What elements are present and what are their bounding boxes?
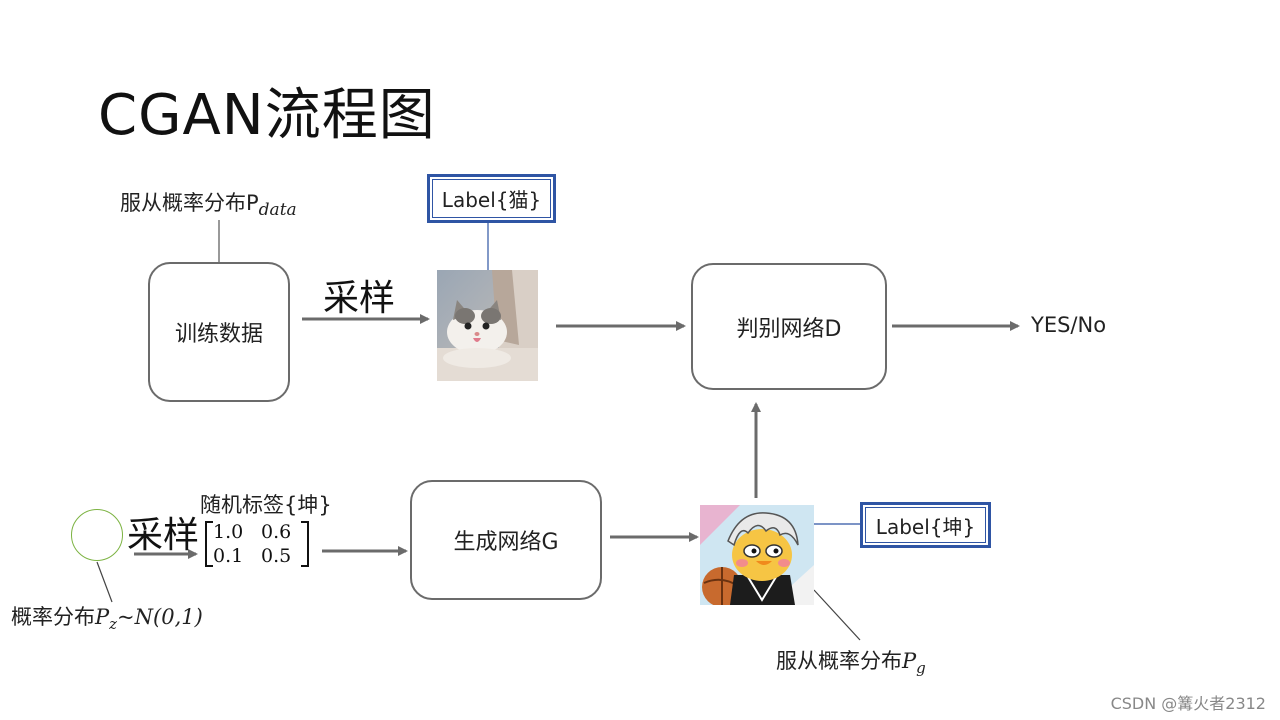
pdata-prefix: 服从概率分布P (120, 191, 259, 215)
generator-node: 生成网络G (410, 480, 602, 600)
pg-prefix: 服从概率分布 (776, 649, 902, 673)
pz-prefix: 概率分布 (11, 605, 95, 629)
cat-image (437, 270, 538, 381)
generated-image (700, 505, 814, 605)
real-label-box: Label{猫} (427, 174, 556, 223)
label-vector-matrix: 1.0 0.6 0.1 0.5 (205, 521, 309, 567)
watermark: CSDN @篝火者2312 (1110, 694, 1266, 713)
pg-subscript: g (916, 659, 926, 677)
pg-variable: P (902, 649, 917, 673)
pz-annotation: 概率分布Pz~N(0,1) (11, 601, 203, 633)
noise-circle (71, 509, 123, 561)
random-label-text: 随机标签{坤} (200, 493, 332, 517)
matrix-cell: 0.1 (213, 545, 244, 567)
matrix-right-bracket (301, 521, 309, 567)
output-label: YES/No (1031, 313, 1107, 337)
matrix-cell: 0.5 (261, 545, 292, 567)
page-title: CGAN流程图 (98, 83, 436, 148)
pdata-annotation: 服从概率分布Pdata (120, 187, 297, 220)
matrix-left-bracket (205, 521, 213, 567)
fake-label-box: Label{坤} (860, 502, 991, 548)
pz-variable: P (95, 605, 110, 629)
pz-distribution: ~N(0,1) (117, 605, 203, 629)
pg-annotation: 服从概率分布Pg (776, 645, 926, 677)
matrix-cell: 0.6 (261, 521, 292, 543)
sample-label-top: 采样 (323, 278, 396, 319)
discriminator-node: 判别网络D (691, 263, 887, 390)
pz-leader-line (96, 561, 113, 603)
pdata-subscript: data (258, 200, 297, 220)
matrix-cell: 1.0 (213, 521, 244, 543)
training-data-node: 训练数据 (148, 262, 290, 402)
pg-leader-line (813, 589, 861, 641)
sample-label-bottom: 采样 (127, 515, 200, 556)
pz-subscript: z (109, 615, 118, 633)
